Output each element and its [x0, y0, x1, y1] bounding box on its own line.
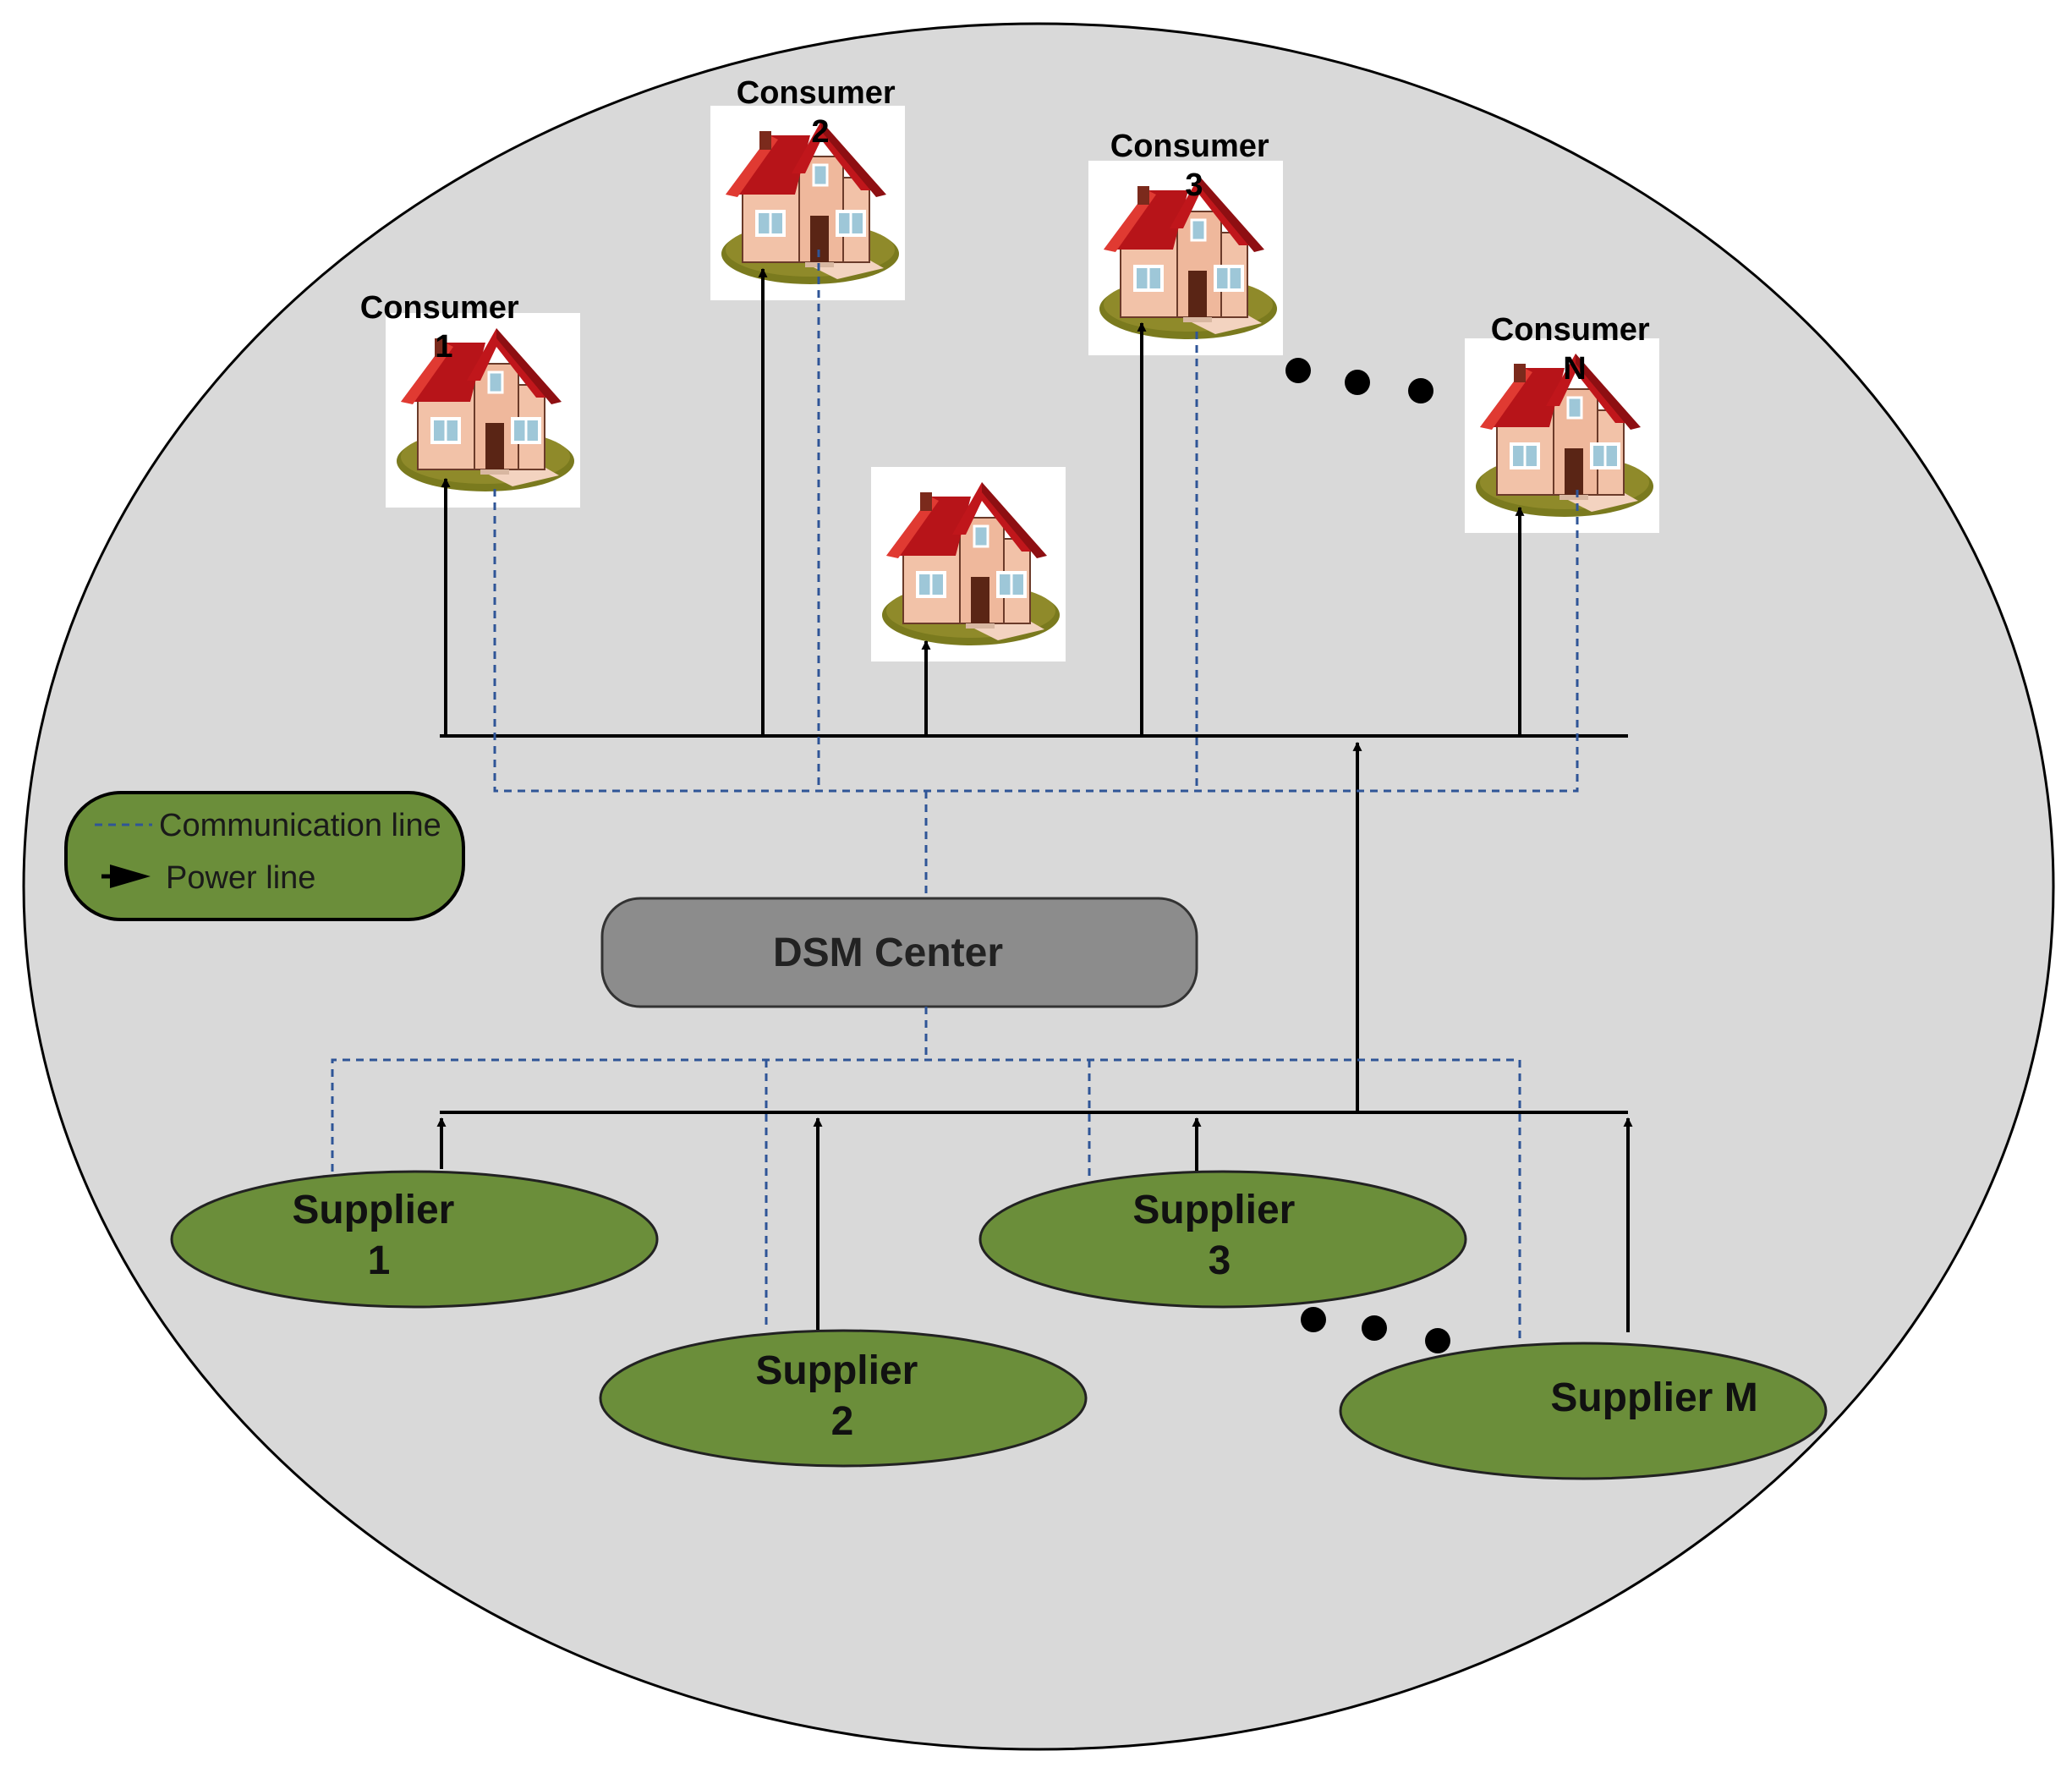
- comm-bus-suppliers: [331, 1058, 1521, 1341]
- consumer-n-label: Consumer N: [1491, 312, 1658, 387]
- supplier-2-label: Supplier 2: [755, 1348, 929, 1444]
- house-icon: [386, 313, 580, 508]
- supplier-2-node: Supplier 2: [599, 1329, 1088, 1468]
- consumer-n-node: [1465, 338, 1659, 533]
- legend-communication-label: Communication line: [159, 808, 441, 843]
- legend-power-label: Power line: [166, 860, 315, 896]
- house-icon: [871, 467, 1066, 661]
- dsm-center-label: DSM Center: [773, 930, 1003, 975]
- consumer-2-node: [710, 106, 905, 300]
- legend: Communication line Power line: [64, 791, 465, 921]
- dsm-center-node: DSM Center: [600, 897, 1198, 1008]
- comm-bus-consumers: [493, 489, 1579, 793]
- consumer-unlabeled-node: [871, 467, 1066, 661]
- supplier-1-label: Supplier 1: [292, 1188, 465, 1283]
- ellipsis-dots-icon: [1301, 1307, 1450, 1353]
- house-icon: [710, 106, 905, 300]
- supplier-m-node: Supplier M: [1339, 1342, 1828, 1480]
- consumer-3-label: Consumer 3: [1110, 129, 1278, 203]
- consumer-2-label: Consumer 2: [737, 75, 904, 150]
- consumer-1-label: Consumer 1: [360, 290, 528, 365]
- arrow-head-icon: [110, 865, 151, 888]
- supplier-3-label: Supplier 3: [1132, 1188, 1306, 1283]
- supplier-m-label: Supplier M: [1550, 1375, 1757, 1420]
- consumer-1-node: [386, 313, 580, 508]
- supplier-1-node: Supplier 1: [170, 1170, 659, 1309]
- supplier-3-node: Supplier 3: [978, 1170, 1467, 1309]
- ellipsis-dots-icon: [1285, 358, 1433, 403]
- house-icon: [1465, 338, 1659, 533]
